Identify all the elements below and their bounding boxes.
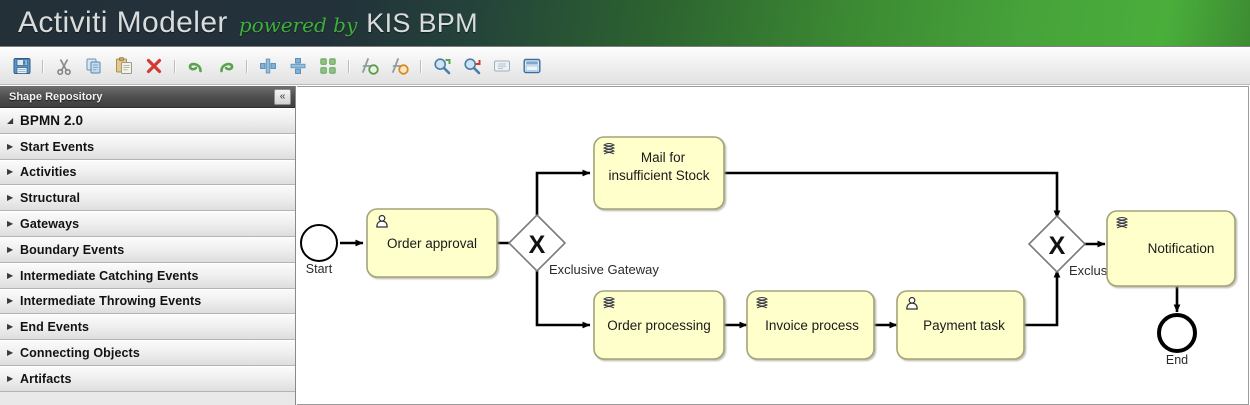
- sidebar-item-label: Intermediate Catching Events: [20, 268, 199, 283]
- save-icon[interactable]: [9, 53, 35, 79]
- separator: [420, 59, 422, 73]
- chevron-right-icon: ▶: [7, 373, 14, 383]
- node-order-processing[interactable]: Order processing: [593, 290, 725, 360]
- sidebar-item-activities[interactable]: ▶ Activities: [0, 159, 295, 186]
- sidebar-item-intermediate-catching-events[interactable]: ▶ Intermediate Catching Events: [0, 262, 295, 289]
- zoom-fit-icon[interactable]: [429, 53, 455, 79]
- mail-task-label-line2: insufficient Stock: [608, 168, 709, 183]
- flow-gateway1-to-mail: [535, 169, 591, 229]
- sidebar-item-label: Intermediate Throwing Events: [20, 294, 202, 309]
- node-end-event[interactable]: End: [1157, 313, 1197, 367]
- sidebar-item-label: Boundary Events: [20, 242, 125, 257]
- payment-task-label: Payment task: [923, 318, 1005, 333]
- notification-label: Notification: [1148, 241, 1215, 256]
- sidebar-item-label: Gateways: [20, 217, 80, 232]
- gateway-x-glyph: X: [1049, 232, 1066, 260]
- gateway-2-label: Exclusi: [1069, 263, 1110, 278]
- gateway-1-label: Exclusive Gateway: [549, 262, 659, 277]
- chevron-right-icon: ▶: [7, 167, 14, 177]
- app-header: Activiti Modeler powered by KIS BPM: [0, 0, 1250, 47]
- chevron-right-icon: ▶: [7, 141, 14, 151]
- app-title: Activiti Modeler: [18, 6, 228, 39]
- flow-payment-to-gateway2: [1024, 269, 1061, 327]
- node-notification[interactable]: Notification: [1106, 210, 1236, 287]
- node-mail-insufficient-stock[interactable]: Mail for insufficient Stock: [593, 136, 725, 210]
- powered-by-label: powered by: [238, 13, 358, 37]
- sidebar-item-artifacts[interactable]: ▶ Artifacts: [0, 365, 295, 392]
- node-order-approval[interactable]: Order approval: [366, 208, 498, 278]
- mail-task-label-line1: Mail for: [641, 150, 686, 165]
- align-vertical-icon[interactable]: [285, 53, 311, 79]
- sidebar-item-boundary-events[interactable]: ▶ Boundary Events: [0, 236, 295, 263]
- chevron-right-icon: ▶: [7, 193, 14, 203]
- chevron-right-icon: ▶: [7, 270, 14, 280]
- chevron-right-icon: ▶: [7, 322, 14, 332]
- order-processing-label: Order processing: [607, 318, 711, 333]
- invoice-process-label: Invoice process: [765, 318, 859, 333]
- flow-mail-to-gateway2: [724, 171, 1061, 219]
- chevron-right-icon: ▶: [7, 219, 14, 229]
- node-start-event[interactable]: Start: [300, 224, 338, 276]
- delete-icon[interactable]: [141, 53, 167, 79]
- sidebar-item-label: Artifacts: [20, 371, 72, 386]
- modeler-canvas[interactable]: Start Order approval X Exclusive Gateway: [297, 86, 1249, 405]
- same-size-icon[interactable]: [315, 53, 341, 79]
- separator: [42, 59, 44, 73]
- sidebar-item-gateways[interactable]: ▶ Gateways: [0, 211, 295, 237]
- undo-icon[interactable]: [183, 53, 209, 79]
- sidebar-item-label: Connecting Objects: [20, 346, 140, 361]
- sidebar-item-label: Activities: [20, 165, 77, 180]
- zoom-out-shape-icon[interactable]: [387, 53, 413, 79]
- zoom-in-shape-icon[interactable]: [357, 53, 383, 79]
- brand-block: Activiti Modeler powered by KIS BPM: [0, 6, 478, 40]
- node-exclusive-gateway-2[interactable]: X Exclusi: [1027, 214, 1110, 278]
- panel-title: Shape Repository: [9, 90, 103, 103]
- sidebar-item-bpmn-2-0[interactable]: ◢ BPMN 2.0: [0, 108, 295, 134]
- node-invoice-process[interactable]: Invoice process: [746, 290, 875, 360]
- gateway-x-glyph: X: [529, 231, 546, 259]
- collapse-panel-button[interactable]: «: [274, 88, 291, 105]
- order-approval-label: Order approval: [387, 236, 477, 251]
- sidebar-item-label: BPMN 2.0: [20, 113, 84, 129]
- chevron-down-icon: ◢: [7, 115, 14, 125]
- align-horizontal-icon[interactable]: [255, 53, 281, 79]
- node-exclusive-gateway-1[interactable]: X Exclusive Gateway: [507, 213, 659, 277]
- redo-icon[interactable]: [213, 53, 239, 79]
- sub-brand-label: KIS BPM: [366, 8, 478, 38]
- sidebar-item-label: Structural: [20, 191, 81, 206]
- flow-gateway1-to-order-processing: [535, 259, 591, 329]
- separator: [348, 59, 350, 73]
- cut-icon[interactable]: [51, 53, 77, 79]
- chevron-right-icon: ▶: [7, 296, 14, 306]
- paste-icon[interactable]: [111, 53, 137, 79]
- node-payment-task[interactable]: Payment task: [896, 290, 1025, 360]
- shape-repository-header: Shape Repository «: [0, 86, 295, 108]
- separator: [246, 59, 248, 73]
- sidebar-item-label: Start Events: [20, 139, 95, 154]
- sidebar-item-connecting-objects[interactable]: ▶ Connecting Objects: [0, 340, 295, 366]
- zoom-reset-icon[interactable]: [459, 53, 485, 79]
- start-event-label: Start: [306, 262, 333, 276]
- copy-icon[interactable]: [81, 53, 107, 79]
- chevron-right-icon: ▶: [7, 348, 14, 358]
- separator: [174, 59, 176, 73]
- shape-repository-panel: Shape Repository « ◢ BPMN 2.0 ▶ Start Ev…: [0, 86, 296, 405]
- sidebar-item-structural[interactable]: ▶ Structural: [0, 185, 295, 212]
- grid-icon[interactable]: [489, 53, 515, 79]
- end-event-label: End: [1166, 353, 1188, 367]
- sidebar-item-intermediate-throwing-events[interactable]: ▶ Intermediate Throwing Events: [0, 288, 295, 315]
- sidebar-item-start-events[interactable]: ▶ Start Events: [0, 133, 295, 160]
- main-toolbar: [0, 48, 1250, 85]
- sidebar-item-label: End Events: [20, 320, 90, 335]
- sidebar-item-end-events[interactable]: ▶ End Events: [0, 314, 295, 341]
- fullscreen-icon[interactable]: [519, 53, 545, 79]
- chevron-right-icon: ▶: [7, 244, 14, 254]
